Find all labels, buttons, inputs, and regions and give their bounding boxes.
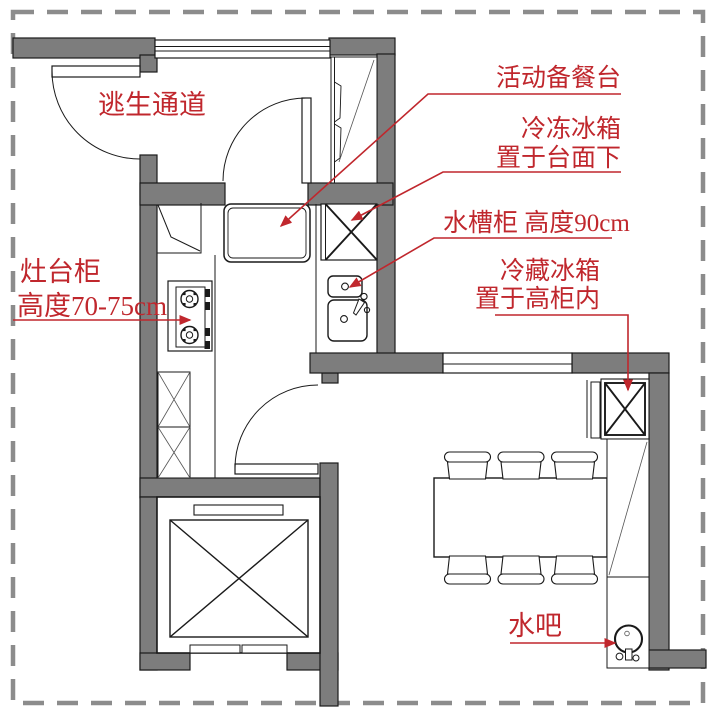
- water-bar-cabinet: [606, 576, 650, 669]
- wall-dining-right: [648, 372, 670, 671]
- chair: [550, 555, 599, 585]
- doors: [51, 65, 319, 475]
- burner-bottom: [180, 325, 199, 345]
- site-boundary-dashed-border: [10, 9, 706, 706]
- elevator-door-bottom-left: [189, 644, 241, 654]
- base-cabinet-boxes: [157, 371, 191, 479]
- annotation-leaders: [13, 93, 633, 648]
- elevator-door-bottom-right: [241, 644, 288, 654]
- burner-top: [180, 289, 199, 309]
- leader-prep-table: [279, 93, 621, 228]
- cabinet-mid-section: [606, 438, 650, 578]
- sink-icon: [327, 275, 371, 342]
- label-freezer-line1: 冷冻冰箱: [521, 115, 621, 143]
- water-bar-faucet-icon: [615, 648, 640, 662]
- wall-door-stub: [139, 54, 158, 73]
- wall-bottom-right-corner: [648, 649, 707, 669]
- door-leaf: [234, 463, 319, 475]
- wall-elevator-left: [139, 496, 158, 671]
- chairs-bottom-row: [443, 555, 599, 585]
- walls: [12, 37, 707, 707]
- label-stove-cabinet-line2: 高度70-75cm: [17, 291, 167, 321]
- door-leaf: [301, 97, 312, 184]
- prep-table: [223, 203, 311, 263]
- wall-top-right: [328, 37, 396, 56]
- chair: [443, 451, 492, 480]
- window-dining: [442, 352, 573, 374]
- label-fridge-line2: 置于高柜内: [475, 285, 600, 313]
- fridge-door-panel: [590, 381, 601, 439]
- door-swing-arc: [234, 384, 319, 469]
- label-water-bar: 水吧: [508, 611, 562, 641]
- chair: [443, 555, 492, 585]
- chair: [497, 451, 545, 480]
- door-escape-corridor: [51, 65, 141, 160]
- door-swing-arc: [51, 70, 141, 160]
- tall-unit-niche: [330, 56, 378, 184]
- leader-freezer: [350, 171, 621, 221]
- kitchen-fixtures: [157, 56, 378, 479]
- chair: [550, 451, 599, 480]
- wall-corridor-bottom-right: [307, 182, 394, 206]
- door-leaf: [51, 65, 141, 78]
- chair: [497, 555, 545, 585]
- label-prep-table: 活动备餐台: [496, 64, 621, 92]
- wall-kitchen-left: [139, 154, 158, 499]
- label-sink-cabinet: 水槽柜 高度90cm: [443, 209, 630, 237]
- freezer-box: [320, 203, 378, 261]
- wall-dining-top-right: [571, 352, 670, 374]
- faucet-icon: [352, 292, 371, 316]
- windows: [154, 39, 573, 374]
- wall-top-left: [12, 37, 156, 59]
- door-kitchen-top: [222, 97, 312, 184]
- window-corridor: [154, 39, 331, 59]
- wall-kitchen-bottom: [139, 477, 321, 498]
- wall-corridor-bottom-left: [139, 182, 226, 206]
- label-escape-route: 逃生通道: [98, 90, 206, 120]
- label-fridge-line1: 冷藏冰箱: [500, 257, 600, 285]
- wall-dining-left: [319, 462, 339, 707]
- annotation-labels: 逃生通道 活动备餐台 冷冻冰箱 置于台面下 水槽柜 高度90cm 冷藏冰箱 置于…: [17, 64, 630, 641]
- wall-elevator-bottom-left: [139, 652, 191, 671]
- leader-fridge: [495, 314, 633, 392]
- elevator-x-box: [169, 519, 309, 638]
- corner-cabinet: [157, 203, 202, 254]
- wall-door-stub-dining: [321, 372, 339, 384]
- fridge-box: [586, 378, 650, 440]
- door-kitchen-bottom: [234, 384, 319, 475]
- chairs-top-row: [443, 451, 599, 480]
- elevator-door-top: [193, 504, 284, 516]
- dining-table: [433, 477, 608, 558]
- wall-dining-top-left: [309, 352, 444, 374]
- gas-stove-icon: [167, 280, 213, 352]
- label-stove-cabinet-line1: 灶台柜: [20, 257, 101, 287]
- door-swing-arc: [222, 97, 307, 182]
- leader-sink-cabinet: [348, 237, 612, 288]
- label-freezer-line2: 置于台面下: [496, 144, 621, 172]
- elevator-shaft: [156, 496, 321, 654]
